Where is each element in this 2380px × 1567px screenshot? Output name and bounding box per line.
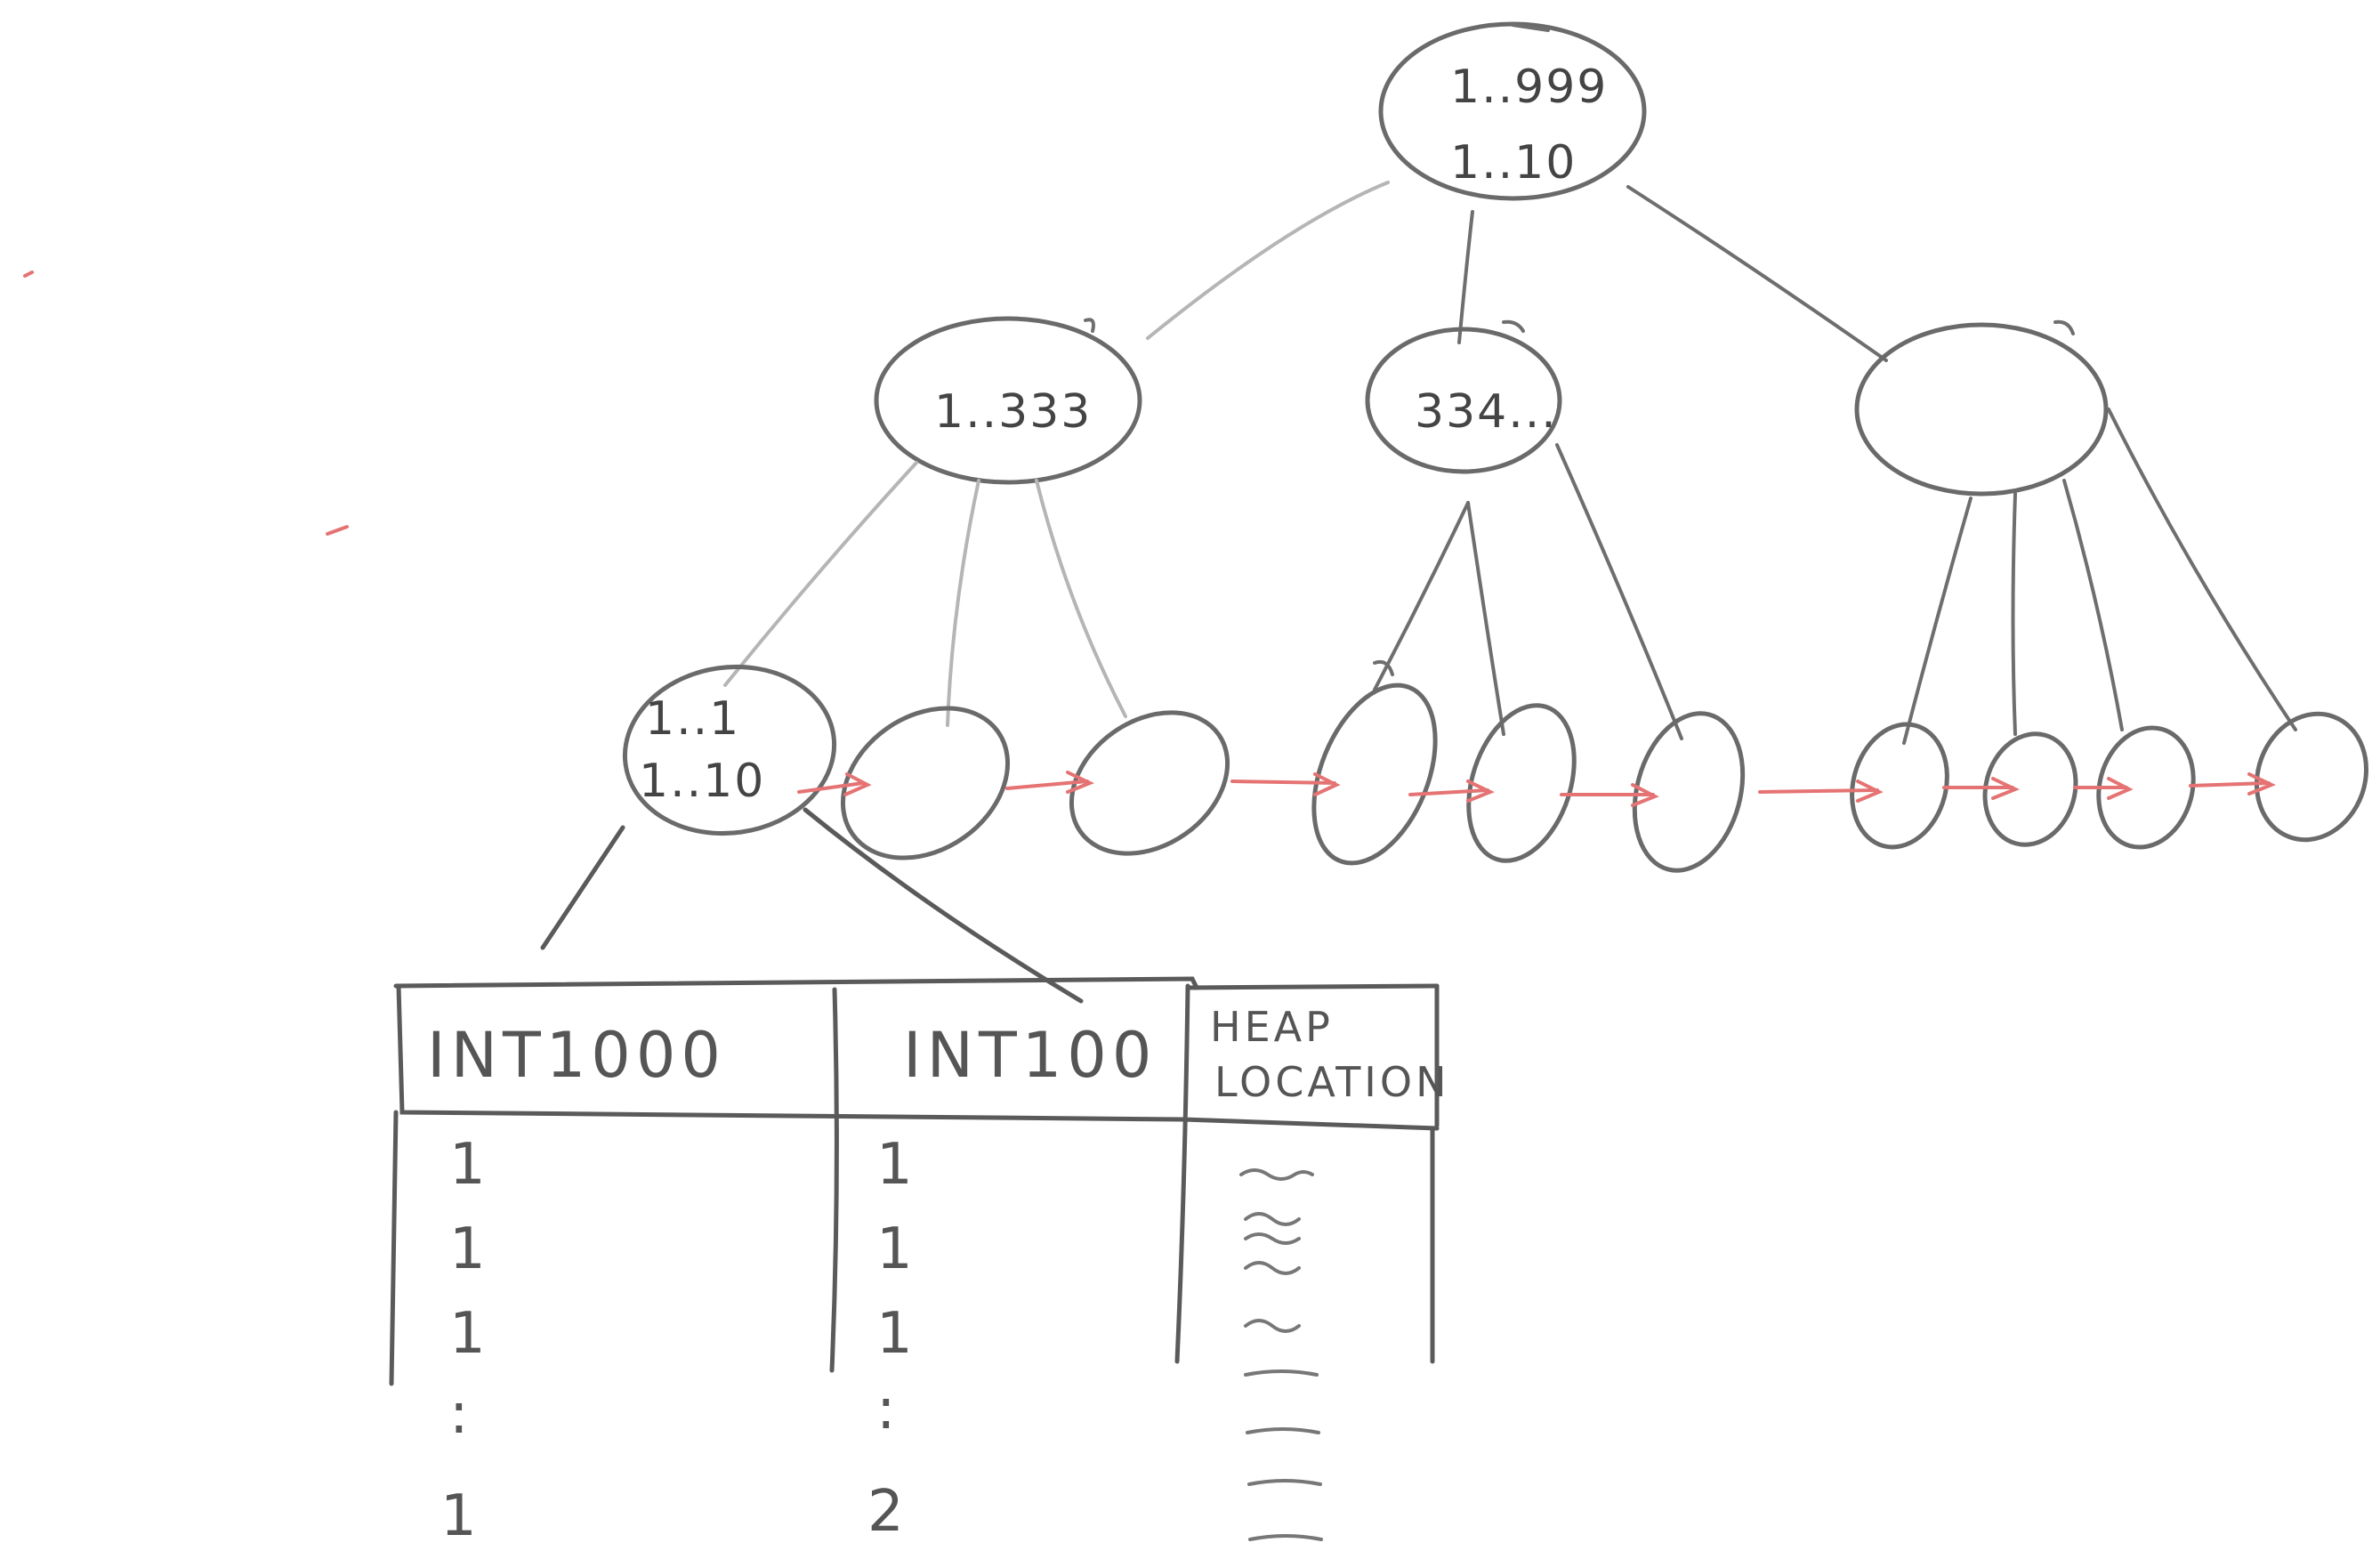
leaf-first-range-label: 1..1 <box>645 692 740 746</box>
leaf-sibling-links <box>797 771 2276 807</box>
leaf-node-first: 1..1 1..10 <box>622 664 837 836</box>
cell-int1000: 1 <box>449 1301 486 1367</box>
cell-int1000: 1 <box>440 1483 477 1549</box>
edge-leaf-to-table-include <box>803 807 1084 1004</box>
cell-int100: 1 <box>876 1301 913 1367</box>
root-node: 1..999 1..10 <box>1378 21 1647 201</box>
leaf-node <box>1850 722 1949 850</box>
leaf-node <box>1982 731 2078 847</box>
leaf-first-sub-range-label: 1..10 <box>639 755 765 808</box>
edge-left-to-leaf1 <box>723 461 918 687</box>
leaf-node <box>2096 725 2196 850</box>
level1-left-range-label: 1..333 <box>934 385 1092 439</box>
cell-int1000: 1 <box>449 1132 486 1198</box>
edge-right-to-leaf9 <box>2062 479 2124 731</box>
cell-int100: 1 <box>876 1216 913 1282</box>
leaf-node <box>1466 703 1577 863</box>
cell-int1000: 1 <box>449 1216 486 1282</box>
edge-left-to-leaf2 <box>946 479 980 727</box>
col-header-int1000: INT1000 <box>427 1019 726 1092</box>
col-header-int100: INT100 <box>903 1019 1157 1092</box>
level1-node-right <box>1854 319 2109 497</box>
edge-left-to-leaf3 <box>1035 479 1127 718</box>
edge-root-to-left <box>1146 181 1390 340</box>
edge-right-to-leaf7 <box>1902 497 1973 745</box>
level1-node-left: 1..333 <box>874 316 1142 485</box>
stray-mark <box>23 271 34 278</box>
cell-int100: : <box>876 1377 896 1442</box>
cell-int1000: : <box>449 1381 469 1447</box>
leaf-node <box>2254 711 2369 843</box>
heap-location-squiggles <box>1239 1168 1323 1541</box>
root-sub-range-label: 1..10 <box>1450 136 1577 190</box>
edge-right-to-leaf8 <box>2011 492 2017 736</box>
leaf-node <box>1069 710 1230 856</box>
level1-middle-range-label: 334... <box>1415 385 1558 439</box>
stray-mark <box>326 525 349 536</box>
level1-node-middle: 334... <box>1365 319 1562 474</box>
leaf-entries-table: INT1000 INT100 HEAP LOCATION 1 1 1 : 1 1… <box>389 976 1450 1549</box>
edge-root-to-middle <box>1457 210 1474 344</box>
edge-middle-to-leaf6 <box>1555 443 1683 740</box>
leaf-node <box>840 706 1011 860</box>
edge-leaf-to-table-key <box>540 825 625 950</box>
edge-right-to-leaf10 <box>2107 408 2297 731</box>
edge-root-to-right <box>1626 185 1888 362</box>
cell-int100: 1 <box>876 1132 913 1198</box>
leaf-node <box>1632 711 1746 873</box>
col-header-location: LOCATION <box>1214 1058 1450 1106</box>
edge-middle-to-leaf4 <box>1373 501 1470 691</box>
col-header-heap: HEAP <box>1210 1003 1334 1051</box>
cell-int100: 2 <box>867 1479 904 1545</box>
pencil-tick <box>1373 659 1394 676</box>
root-range-label: 1..999 <box>1450 61 1608 114</box>
edge-middle-to-leaf5 <box>1466 501 1505 736</box>
